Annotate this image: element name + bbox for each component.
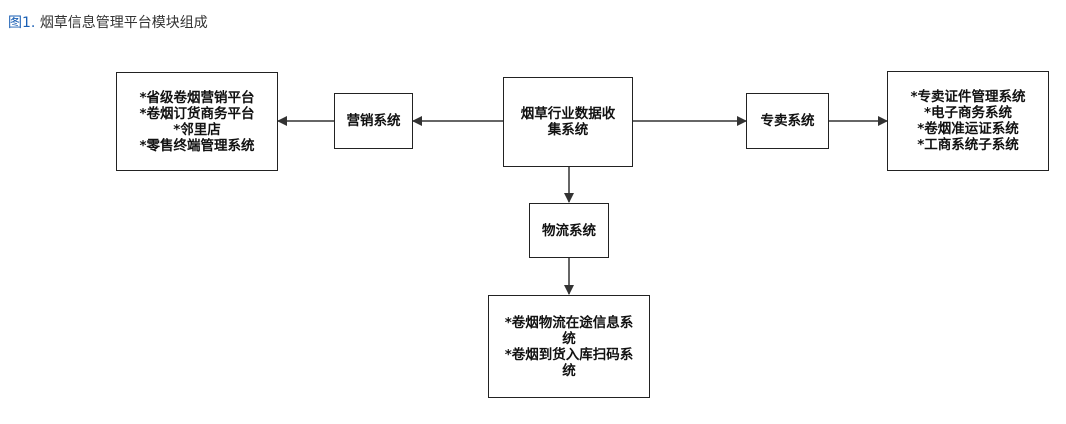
logistics-node: 物流系统 <box>529 203 609 258</box>
figure-caption: 图1. 烟草信息管理平台模块组成 <box>8 12 208 32</box>
marketing-detail-item: *邻里店 <box>173 121 221 138</box>
marketing-node-label: 营销系统 <box>346 113 401 129</box>
marketing-detail-item: *卷烟订货商务平台 <box>139 105 255 122</box>
marketing-detail-item: *零售终端管理系统 <box>139 137 255 154</box>
logistics-detail-item: *卷烟物流在途信息系 <box>504 314 634 331</box>
figure-title: 烟草信息管理平台模块组成 <box>39 15 208 31</box>
marketing-node: 营销系统 <box>334 93 413 149</box>
center-node-line: 集系统 <box>547 122 589 138</box>
logistics-detail-item: 统 <box>562 330 576 347</box>
monopoly-detail-item: *电子商务系统 <box>923 105 1013 121</box>
monopoly-node-label: 专卖系统 <box>760 113 815 129</box>
logistics-detail-item: 统 <box>562 362 576 379</box>
monopoly-details-node: *专卖证件管理系统 *电子商务系统 *卷烟准运证系统 *工商系统子系统 <box>887 71 1049 171</box>
center-node-line: 烟草行业数据收 <box>520 106 616 122</box>
monopoly-detail-item: *专卖证件管理系统 <box>910 89 1026 105</box>
figure-label: 图1. <box>8 15 36 31</box>
marketing-details-node: *省级卷烟营销平台 *卷烟订货商务平台 *邻里店 *零售终端管理系统 <box>116 72 278 171</box>
marketing-detail-item: *省级卷烟营销平台 <box>139 89 255 106</box>
logistics-detail-item: *卷烟到货入库扫码系 <box>504 346 634 363</box>
monopoly-detail-item: *工商系统子系统 <box>917 137 1019 153</box>
logistics-details-node: *卷烟物流在途信息系 统 *卷烟到货入库扫码系 统 <box>488 295 650 398</box>
monopoly-detail-item: *卷烟准运证系统 <box>917 121 1019 137</box>
logistics-node-label: 物流系统 <box>542 222 596 239</box>
center-node: 烟草行业数据收 集系统 <box>503 77 633 167</box>
monopoly-node: 专卖系统 <box>746 93 829 149</box>
